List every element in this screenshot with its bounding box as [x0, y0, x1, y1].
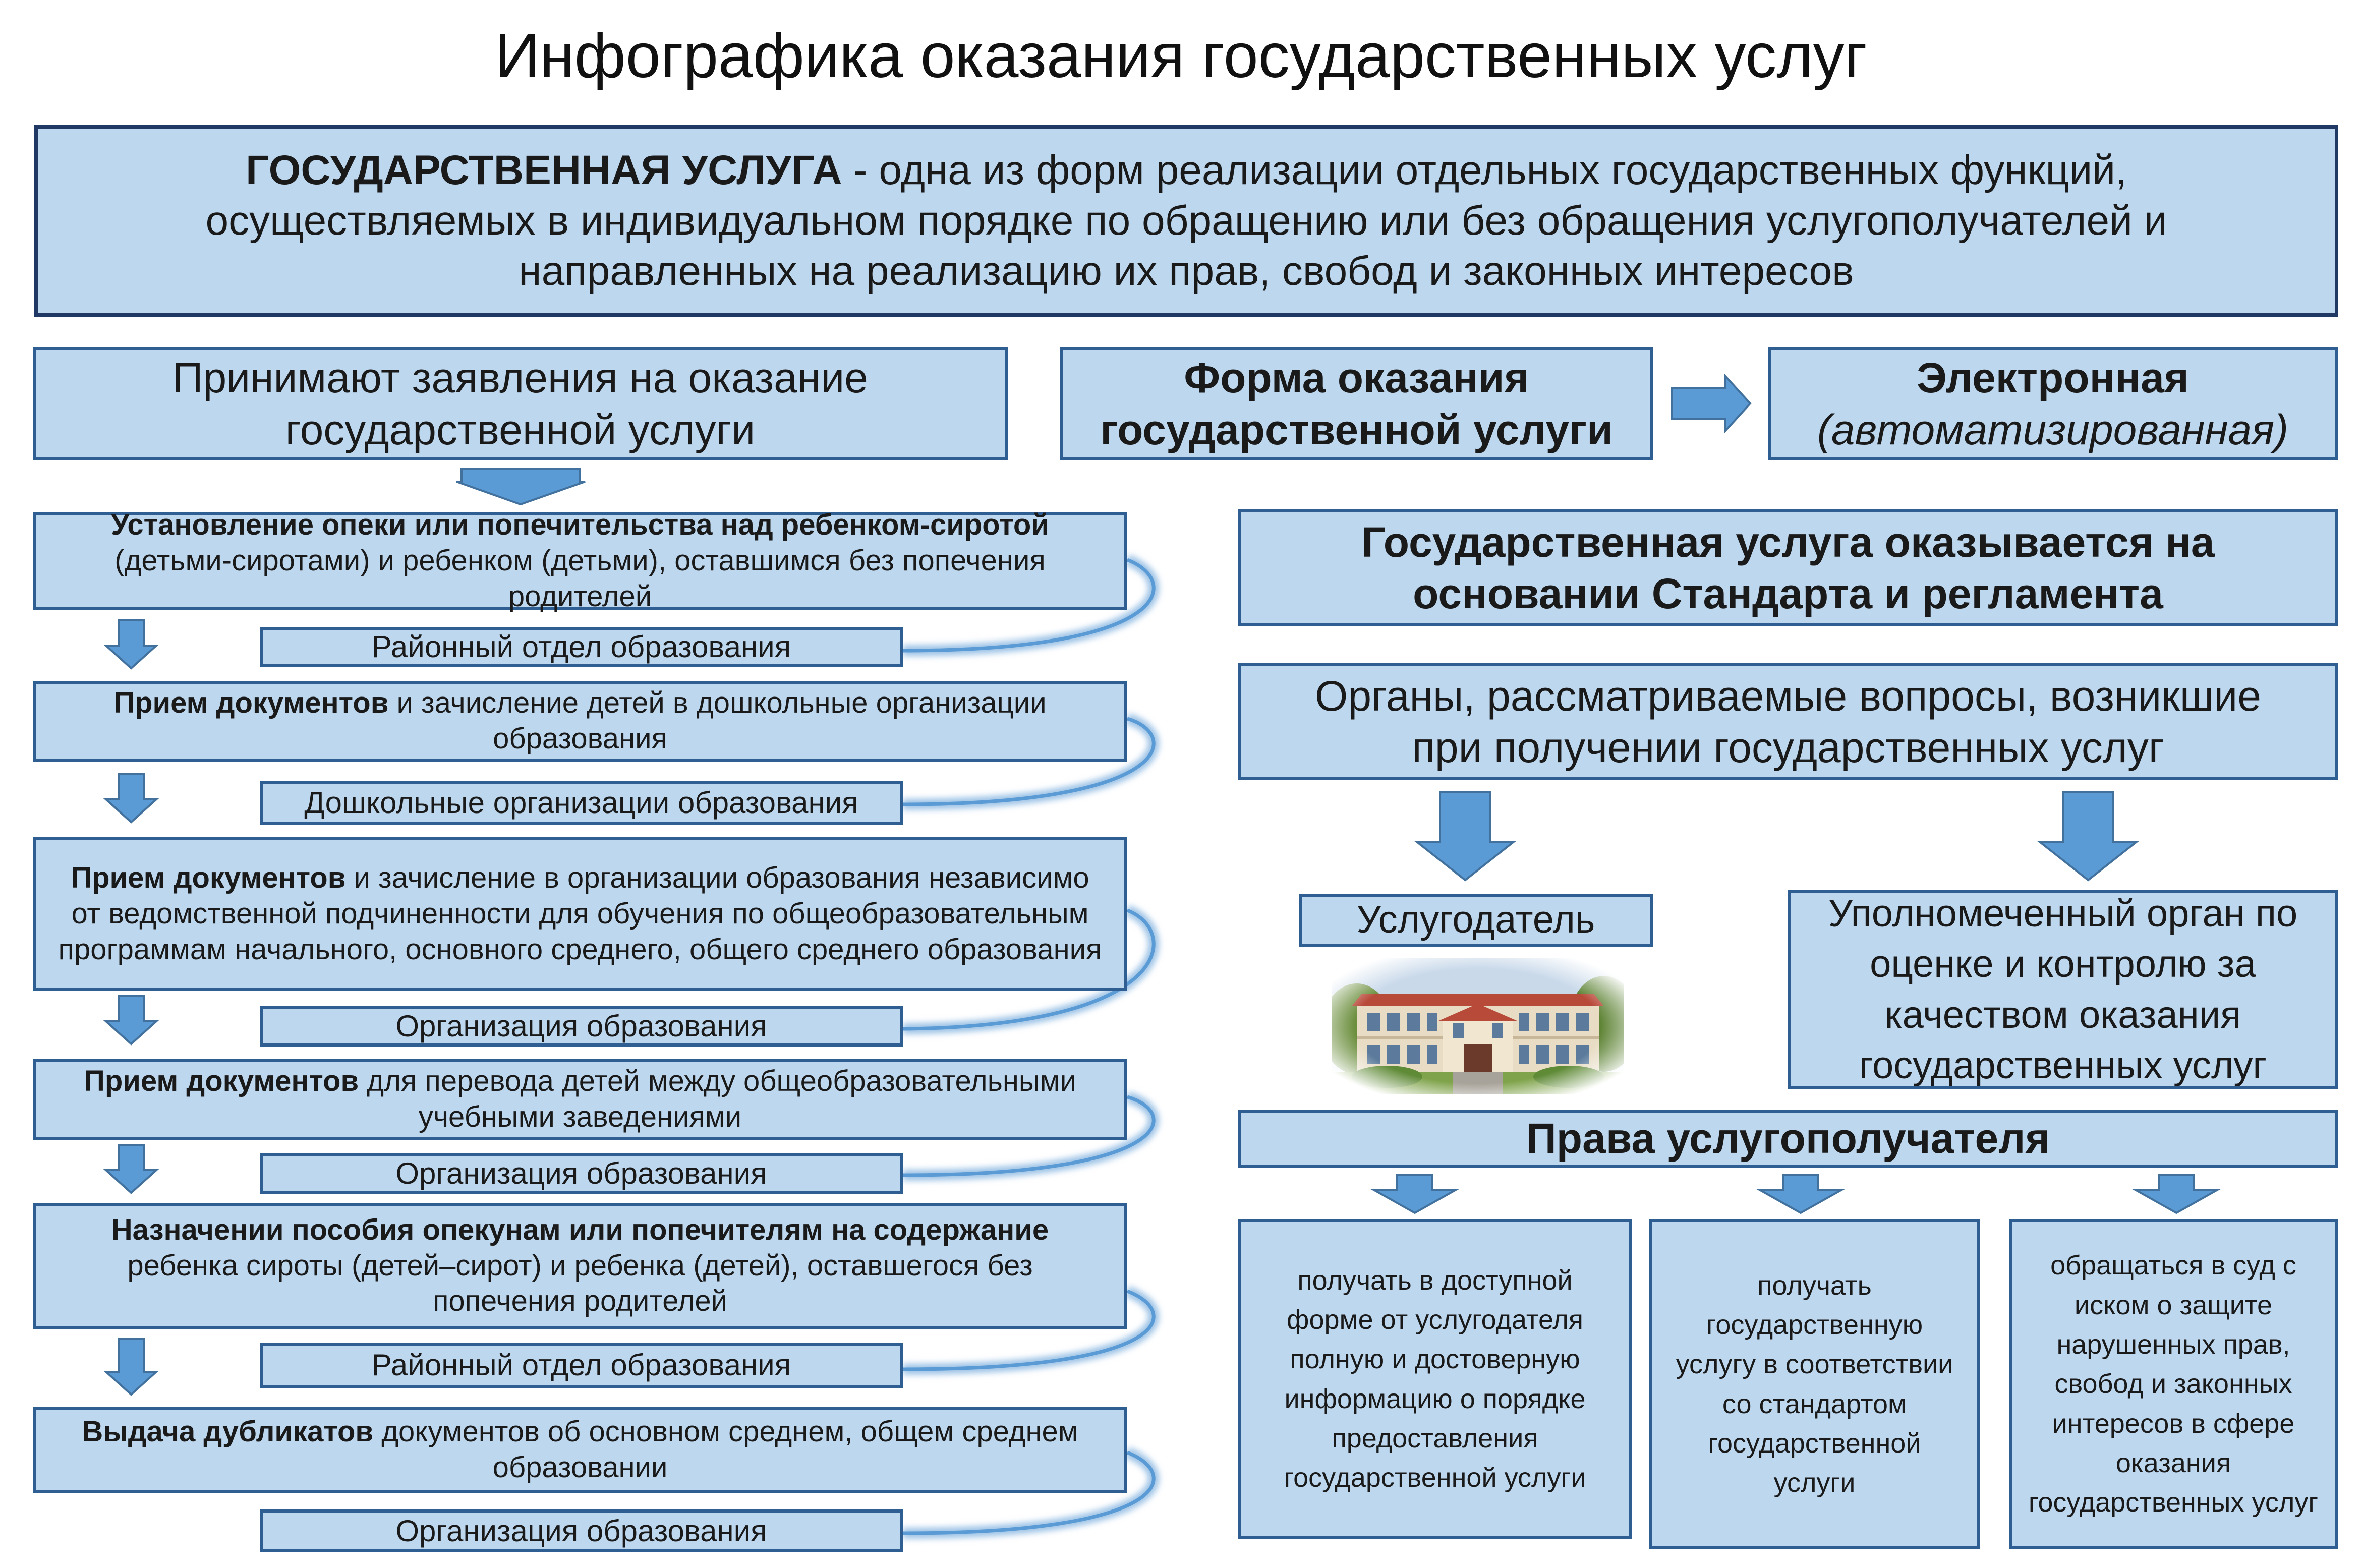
electronic-line-1: Электронная [1917, 354, 2189, 402]
electronic-box: Электронная (автоматизированная) [1768, 347, 2338, 460]
arrow-right [1671, 373, 1752, 434]
rights-item-1-text: получать в доступной форме от услугодате… [1284, 1265, 1586, 1493]
service-2-text: и зачисление детей в дошкольные организа… [388, 686, 1047, 755]
arrow-down-provider [1414, 791, 1516, 882]
definition-term: ГОСУДАРСТВЕННАЯ УСЛУГА [246, 147, 842, 193]
accept-box: Принимают заявления на оказание государс… [33, 347, 1008, 460]
org-6-label: Организация образования [395, 1514, 767, 1548]
org-box-5: Районный отдел образования [260, 1343, 903, 1388]
service-2-bold: Прием документов [113, 686, 389, 720]
org-box-3: Организация образования [260, 1006, 903, 1047]
arrows [103, 373, 2221, 1396]
organs-line-2: при получении государственных услуг [1412, 724, 2164, 771]
provider-box: Услугодатель [1299, 894, 1653, 947]
arrow-down-1 [103, 619, 159, 670]
standard-line-2: основании Стандарта и регламента [1413, 570, 2163, 617]
authority-box: Уполномеченный орган по оценке и контрол… [1788, 890, 2338, 1089]
service-4-text: для перевода детей между общеобразовател… [359, 1065, 1076, 1133]
org-2-label: Дошкольные организации образования [304, 786, 858, 820]
arrow-down-4 [103, 1144, 159, 1194]
org-3-label: Организация образования [395, 1009, 767, 1043]
arrow-down-wide [456, 468, 586, 506]
service-box-5: Назначении пособия опекунам или попечите… [33, 1203, 1127, 1329]
definition-box: ГОСУДАРСТВЕННАЯ УСЛУГА - одна из форм ре… [34, 125, 2338, 317]
arrow-down-3 [103, 995, 159, 1046]
service-5-text: ребенка сироты (детей–сирот) и ребенка (… [127, 1249, 1033, 1318]
service-5-bold: Назначении пособия опекунам или попечите… [111, 1213, 1049, 1246]
definition-text: - одна из форм реализации отдельных госу… [205, 147, 2167, 295]
service-box-2: Прием документов и зачисление детей в до… [33, 681, 1127, 762]
service-1-bold: Установление опеки или попечительства на… [110, 508, 1050, 542]
service-6-text: документов об основном среднем, общем ср… [373, 1415, 1078, 1484]
definition-content: ГОСУДАРСТВЕННАЯ УСЛУГА - одна из форм ре… [78, 145, 2294, 297]
rights-item-2-text: получать государственную услугу в соотве… [1676, 1270, 1953, 1498]
standard-box: Государственная услуга оказывается на ос… [1238, 509, 2338, 626]
arrow-down-right-2 [1756, 1174, 1845, 1214]
rights-item-3-text: обращаться в суд с иском о защите наруше… [2028, 1250, 2319, 1518]
org-1-label: Районный отдел образования [371, 630, 791, 664]
form-box: Форма оказания государственной услуги [1060, 347, 1653, 460]
rights-item-1: получать в доступной форме от услугодате… [1238, 1219, 1632, 1539]
org-5-label: Районный отдел образования [371, 1348, 791, 1382]
service-6-bold: Выдача дубликатов [82, 1415, 374, 1448]
service-box-1: Установление опеки или попечительства на… [33, 508, 1127, 613]
service-3-text: и зачисление в организации образования н… [58, 861, 1102, 966]
page-title: Инфографика оказания государственных усл… [495, 21, 1867, 91]
service-box-3: Прием документов и зачисление в организа… [33, 837, 1127, 991]
service-4-bold: Прием документов [84, 1065, 359, 1098]
form-line-1: Форма оказания [1184, 354, 1529, 402]
curved-connectors [902, 554, 1160, 1539]
service-box-6: Выдача дубликатов документов об основном… [33, 1407, 1127, 1493]
authority-label: Уполномеченный орган по оценке и контрол… [1828, 892, 2298, 1087]
arrow-down-5 [103, 1338, 159, 1396]
org-box-2: Дошкольные организации образования [260, 781, 903, 825]
arrow-down-2 [103, 773, 159, 824]
org-box-4: Организация образования [260, 1153, 903, 1194]
school-building-image [1332, 958, 1624, 1094]
organs-line-1: Органы, рассматриваемые вопросы, возникш… [1315, 672, 2261, 720]
rights-title-box: Права услугополучателя [1238, 1110, 2338, 1168]
standard-line-1: Государственная услуга оказывается на [1361, 518, 2215, 566]
electronic-line-2: (автоматизированная) [1817, 405, 2289, 453]
org-4-label: Организация образования [395, 1156, 767, 1191]
arrow-down-right-3 [2132, 1174, 2221, 1214]
service-box-4: Прием документов для перевода детей межд… [33, 1059, 1127, 1140]
rights-item-2: получать государственную услугу в соотве… [1649, 1219, 1980, 1549]
service-3-bold: Прием документов [71, 861, 346, 895]
accept-line-2: государственной услуги [285, 405, 756, 453]
service-1-text: (детьми-сиротами) и ребенком (детьми), о… [114, 544, 1046, 613]
org-box-1: Районный отдел образования [260, 627, 903, 667]
rights-title: Права услугополучателя [1526, 1115, 2050, 1163]
provider-label: Услугодатель [1356, 898, 1595, 942]
accept-line-1: Принимают заявления на оказание [172, 354, 868, 402]
arrow-down-right-1 [1370, 1174, 1459, 1214]
form-line-2: государственной услуги [1100, 405, 1613, 453]
organs-box: Органы, рассматриваемые вопросы, возникш… [1238, 663, 2338, 780]
rights-item-3: обращаться в суд с иском о защите наруше… [2009, 1219, 2338, 1549]
org-box-6: Организация образования [260, 1509, 903, 1552]
arrow-down-authority [2037, 791, 2139, 882]
